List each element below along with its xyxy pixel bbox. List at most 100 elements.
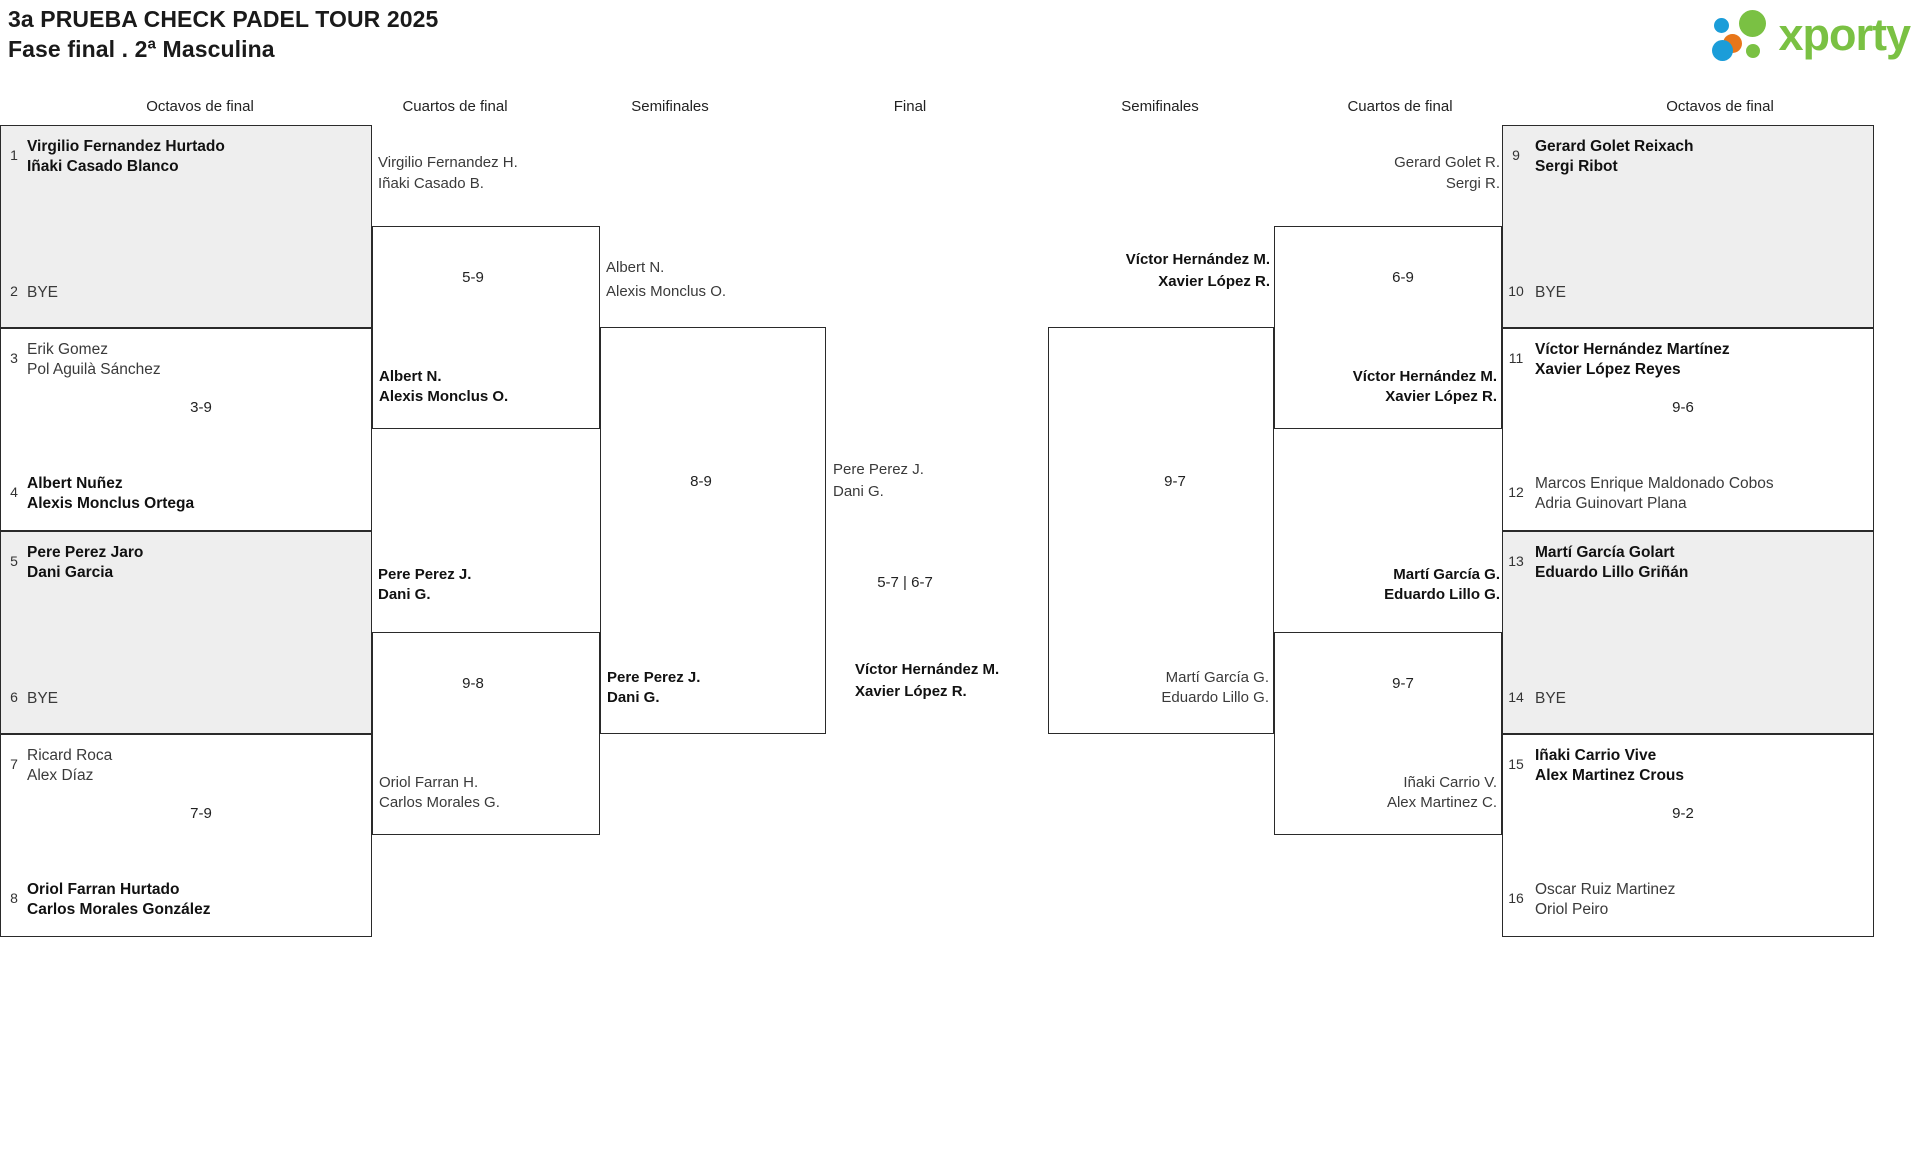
match-box-right-r16-1[interactable]: 9 Gerard Golet Reixach Sergi Ribot 10 BY…	[1502, 125, 1874, 328]
xporty-logo[interactable]: xporty	[1712, 5, 1911, 63]
match-box-right-qf-1[interactable]: 6-9 Víctor Hernández M. Xavier López R.	[1274, 226, 1502, 429]
team-name-line2: Alexis Monclus O.	[606, 283, 727, 300]
logo-wordmark: xporty	[1778, 8, 1911, 60]
team-name-line1: Víctor Hernández M.	[1352, 368, 1497, 385]
team-name-line2: Dani G.	[607, 689, 660, 706]
seed-number: 15	[1508, 756, 1524, 772]
team-name-line1: Gerard Golet R.	[1394, 154, 1500, 171]
team-name-line1: BYE	[1535, 690, 1567, 707]
match-score: 9-7	[1164, 473, 1186, 490]
seed-number: 13	[1508, 553, 1524, 569]
match-box-left-qf-1[interactable]: 5-9 Albert N. Alexis Monclus O.	[372, 226, 600, 429]
team-name-line2: Xavier López R.	[1158, 273, 1270, 290]
team-name-line2: Adria Guinovart Plana	[1535, 495, 1687, 512]
team-name-line1: Víctor Hernández Martínez	[1535, 341, 1730, 358]
match-score: 9-8	[462, 675, 484, 692]
round-label-left-qf: Cuartos de final	[402, 98, 508, 115]
page-title: 3a PRUEBA CHECK PADEL TOUR 2025 Fase fin…	[8, 4, 438, 64]
match-box-right-r16-2[interactable]: 11 Víctor Hernández Martínez Xavier Lópe…	[1502, 328, 1874, 531]
team-name-line2: Sergi Ribot	[1535, 158, 1618, 175]
team-name-line1: Pere Perez J.	[607, 669, 701, 686]
team-name-line2: Alex Martinez Crous	[1535, 767, 1685, 784]
team-name-line1: Virgilio Fernandez H.	[378, 154, 518, 171]
team-name-line2: Sergi R.	[1445, 175, 1500, 192]
team-name-line2: Alex Martinez C.	[1386, 794, 1497, 811]
team-name-line2: Carlos Morales G.	[379, 794, 500, 811]
match-box-left-r16-3[interactable]: 5 Pere Perez Jaro Dani Garcia 6 BYE	[0, 531, 372, 734]
seed-number: 10	[1508, 283, 1524, 299]
tournament-title: 3a PRUEBA CHECK PADEL TOUR 2025	[8, 6, 439, 32]
team-name-line1: Martí García G.	[1165, 669, 1269, 686]
team-name-line1: Iñaki Carrio Vive	[1535, 747, 1657, 764]
team-name-line1: BYE	[27, 690, 59, 707]
team-name-line1: Albert Nuñez	[27, 475, 123, 492]
team-name-line2: Dani G.	[833, 483, 884, 500]
logo-dots-icon	[1712, 8, 1774, 61]
match-score: 8-9	[690, 473, 712, 490]
team-name-line1: Pere Perez J.	[833, 461, 924, 478]
seed-number: 12	[1508, 484, 1524, 500]
team-name-line1: Albert N.	[379, 368, 442, 385]
team-name-line1: BYE	[1535, 284, 1567, 301]
match-score: 6-9	[1392, 269, 1414, 286]
match-box-left-r16-2[interactable]: 3 Erik Gomez Pol Aguilà Sánchez 4 Albert…	[0, 328, 372, 531]
round-label-right-qf: Cuartos de final	[1347, 98, 1453, 115]
round-label-left-sf: Semifinales	[631, 98, 709, 115]
team-name-line2: Carlos Morales González	[27, 901, 211, 918]
team-name-line1: Marcos Enrique Maldonado Cobos	[1535, 475, 1774, 492]
seed-number: 9	[1512, 147, 1520, 163]
seed-number: 16	[1508, 890, 1524, 906]
seed-number: 7	[10, 756, 18, 772]
team-name-line1: Ricard Roca	[27, 747, 113, 764]
team-name-line2: Xavier López R.	[1385, 388, 1497, 405]
team-name-line1: Oriol Farran H.	[379, 774, 479, 791]
team-name-line2: Alexis Monclus O.	[379, 388, 509, 405]
team-name-line2: Iñaki Casado Blanco	[27, 158, 179, 175]
seed-number: 2	[10, 283, 18, 299]
match-score: 7-9	[190, 805, 212, 822]
team-name-line2: Eduardo Lillo G.	[1161, 689, 1269, 706]
match-score: 9-7	[1392, 675, 1414, 692]
team-name-line2: Xavier López Reyes	[1535, 361, 1681, 378]
tournament-subtitle: Fase final . 2ª Masculina	[8, 36, 275, 62]
team-name-line1: Erik Gomez	[27, 341, 108, 358]
team-name-line2: Eduardo Lillo G.	[1384, 586, 1500, 603]
team-name-line2: Eduardo Lillo Griñán	[1535, 564, 1689, 581]
match-box-right-qf-2[interactable]: 9-7 Iñaki Carrio V. Alex Martinez C.	[1274, 632, 1502, 835]
team-name-line1: BYE	[27, 284, 59, 301]
team-name-line1: Virgilio Fernandez Hurtado	[27, 138, 225, 155]
seed-number: 5	[10, 553, 18, 569]
seed-number: 4	[10, 484, 18, 500]
team-name-line1: Martí García Golart	[1535, 544, 1675, 561]
team-name-line2: Dani G.	[378, 586, 431, 603]
match-box-right-sf-1[interactable]: 9-7 Martí García G. Eduardo Lillo G.	[1048, 327, 1274, 734]
round-label-final: Final	[893, 98, 927, 115]
team-name-line1: Oscar Ruiz Martinez	[1535, 881, 1676, 898]
match-score: 9-2	[1672, 805, 1694, 822]
team-name-line1: Víctor Hernández M.	[1125, 251, 1270, 268]
team-name-line1: Martí García G.	[1393, 566, 1500, 583]
team-name-line2: Xavier López R.	[855, 683, 967, 700]
team-name-line1: Albert N.	[606, 259, 665, 276]
seed-number: 6	[10, 689, 18, 705]
match-score: 9-6	[1672, 399, 1694, 416]
seed-number: 11	[1508, 350, 1524, 366]
team-name-line1: Pere Perez J.	[378, 566, 472, 583]
team-name-line2: Pol Aguilà Sánchez	[27, 361, 161, 378]
match-box-right-r16-3[interactable]: 13 Martí García Golart Eduardo Lillo Gri…	[1502, 531, 1874, 734]
match-score: 3-9	[190, 399, 212, 416]
match-box-left-qf-2[interactable]: 9-8 Oriol Farran H. Carlos Morales G.	[372, 632, 600, 835]
team-name-line1: Oriol Farran Hurtado	[27, 881, 180, 898]
seed-number: 8	[10, 890, 18, 906]
match-box-left-r16-1[interactable]: 1 Virgilio Fernandez Hurtado Iñaki Casad…	[0, 125, 372, 328]
team-name-line1: Iñaki Carrio V.	[1403, 774, 1497, 791]
round-label-right-r16: Octavos de final	[1666, 98, 1774, 115]
match-box-right-r16-4[interactable]: 15 Iñaki Carrio Vive Alex Martinez Crous…	[1502, 734, 1874, 937]
match-box-left-sf-1[interactable]: 8-9 Pere Perez J. Dani G.	[600, 327, 826, 734]
match-box-left-r16-4[interactable]: 7 Ricard Roca Alex Díaz 8 Oriol Farran H…	[0, 734, 372, 937]
team-name-line2: Alex Díaz	[27, 767, 94, 784]
round-label-left-r16: Octavos de final	[146, 98, 254, 115]
seed-number: 14	[1508, 689, 1524, 705]
team-name-line1: Pere Perez Jaro	[27, 544, 144, 561]
